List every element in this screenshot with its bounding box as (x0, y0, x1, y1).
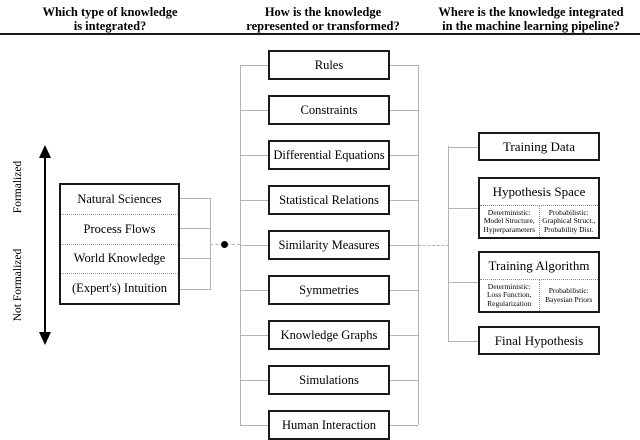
representation-box-symmetries: Symmetries (240, 275, 418, 305)
pipeline-box-title: Training Data (502, 138, 576, 154)
subcell-line: Probabilistic: (548, 286, 589, 295)
axis-label-not-formalized: Not Formalized (12, 248, 24, 322)
pipeline-box-title: Training Algorithm (488, 258, 590, 273)
formalization-axis-line (44, 152, 46, 338)
pipeline-box-title: Final Hypothesis (494, 332, 584, 348)
training-algorithm-subgrid: Deterministic: Loss Function, Regulariza… (480, 279, 598, 311)
connector-line (418, 245, 449, 246)
connector-bus-pipeline (448, 146, 449, 341)
knowledge-types-box: Natural Sciences Process Flows World Kno… (59, 183, 180, 305)
arrow-down-icon (39, 332, 51, 345)
subcell-line: Graphical Struct., (542, 216, 596, 226)
representation-box-statistical-relations: Statistical Relations (240, 185, 418, 215)
subcell-line: Probabilistic: (548, 207, 589, 217)
junction-bullet (221, 241, 228, 248)
connector-line (180, 258, 210, 259)
knowledge-type-experts-intuition: (Expert's) Intuition (61, 273, 178, 303)
knowledge-type-process-flows: Process Flows (61, 213, 178, 244)
training-algorithm-deterministic-cell: Deterministic: Loss Function, Regulariza… (480, 280, 540, 311)
connector-line (180, 198, 210, 199)
representation-box-knowledge-graphs: Knowledge Graphs (240, 320, 418, 350)
training-algorithm-probabilistic-cell: Probabilistic: Bayesian Priors (540, 280, 599, 311)
axis-label-formalized: Formalized (12, 160, 24, 214)
subcell-line: Regularization (487, 298, 532, 308)
column-title-line: Which type of knowledge (42, 5, 178, 19)
representation-box-similarity-measures: Similarity Measures (240, 230, 418, 260)
pipeline-box-title: Hypothesis Space (492, 184, 586, 199)
knowledge-type-world-knowledge: World Knowledge (61, 243, 178, 274)
representation-box-constraints: Constraints (240, 95, 418, 125)
connector-line (180, 289, 210, 290)
column-title-line: in the machine learning pipeline? (442, 19, 620, 33)
pipeline-box-training-algorithm: Training Algorithm Deterministic: Loss F… (448, 251, 600, 313)
hypothesis-space-subgrid: Deterministic: Model Structure, Hyperpar… (480, 205, 598, 237)
hypothesis-space-probabilistic-cell: Probabilistic: Graphical Struct., Probab… (540, 206, 599, 237)
representation-box-rules: Rules (240, 50, 418, 80)
pipeline-box-final-hypothesis: Final Hypothesis (448, 326, 600, 355)
column-title-line: represented or transformed? (246, 19, 400, 33)
knowledge-type-natural-sciences: Natural Sciences (77, 191, 162, 206)
representation-box-human-interaction: Human Interaction (240, 410, 418, 440)
pipeline-box-hypothesis-space: Hypothesis Space Deterministic: Model St… (448, 177, 600, 239)
subcell-line: Model Structure, (483, 216, 535, 226)
column-title-pipeline: Where is the knowledge integrated in the… (425, 5, 637, 33)
subcell-line: Deterministic: (487, 281, 531, 291)
column-title-line: is integrated? (73, 19, 147, 33)
column-title-line: How is the knowledge (264, 5, 382, 19)
hypothesis-space-deterministic-cell: Deterministic: Model Structure, Hyperpar… (480, 206, 540, 237)
pipeline-box-training-data: Training Data (448, 132, 600, 161)
subcell-line: Loss Function, (486, 290, 532, 300)
column-title-representation: How is the knowledge represented or tran… (228, 5, 418, 33)
subcell-line: Deterministic: (487, 207, 531, 217)
column-title-line: Where is the knowledge integrated (438, 5, 624, 19)
arrow-up-icon (39, 145, 51, 158)
subcell-line: Probability Dist. (543, 224, 594, 234)
column-title-knowledge-type: Which type of knowledge is integrated? (18, 5, 202, 33)
representation-box-differential-equations: Differential Equations (240, 140, 418, 170)
connector-line (180, 228, 210, 229)
subcell-line: Bayesian Priors (545, 294, 593, 304)
representation-box-simulations: Simulations (240, 365, 418, 395)
header-divider-rule (0, 33, 640, 35)
subcell-line: Hyperparameters (483, 224, 536, 234)
